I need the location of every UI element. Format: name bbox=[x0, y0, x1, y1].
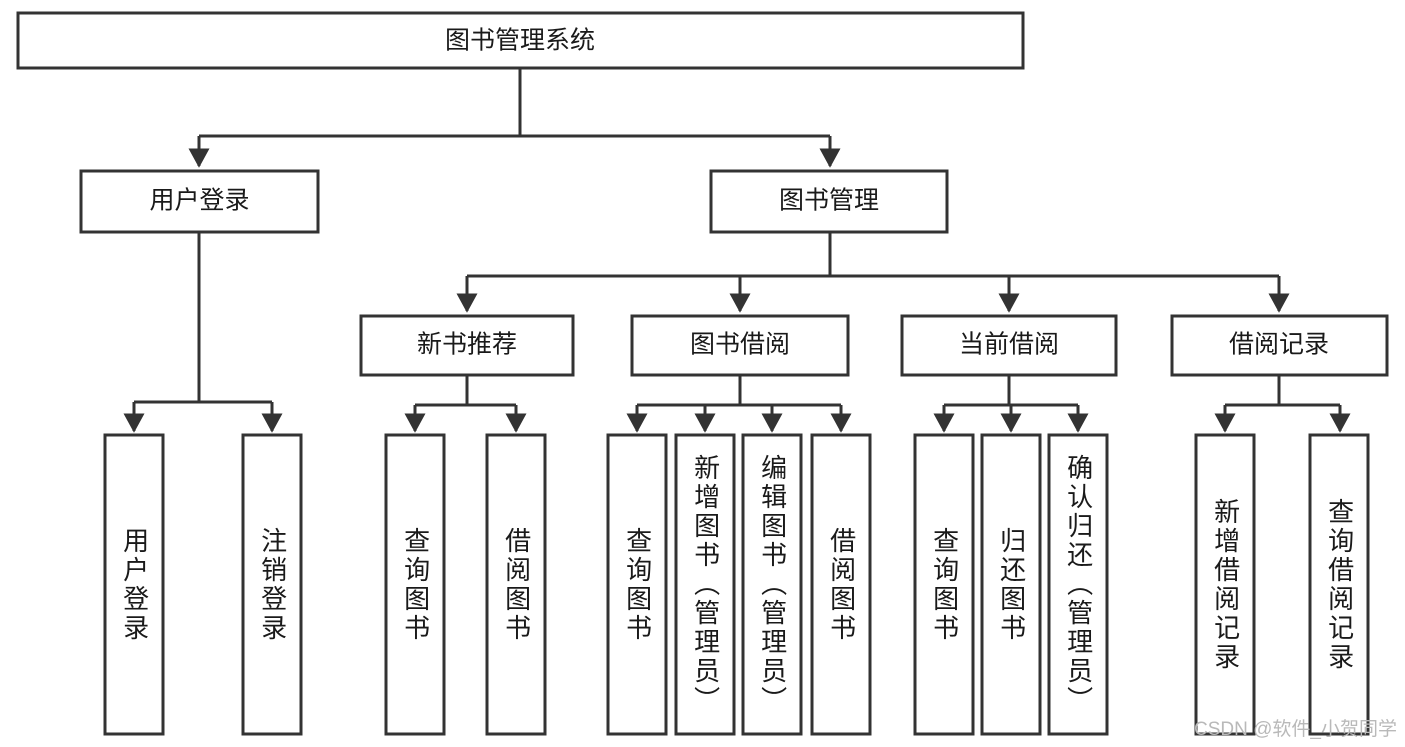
leaf-box-query-record[interactable] bbox=[1308, 433, 1370, 736]
node-book-manage-box[interactable] bbox=[709, 169, 949, 234]
node-borrow-record[interactable]: 借阅记录 bbox=[1170, 314, 1389, 377]
node-user-login[interactable]: 用户登录 bbox=[79, 169, 320, 234]
leaf-box-group bbox=[103, 433, 1370, 736]
node-borrow-record-label: 借阅记录 bbox=[1229, 331, 1329, 359]
leaf-box-borrow-book-rec[interactable] bbox=[485, 433, 547, 736]
node-new-book-recommend-box[interactable] bbox=[359, 314, 575, 377]
node-new-book-recommend[interactable]: 新书推荐 bbox=[359, 314, 575, 377]
node-book-manage-label: 图书管理 bbox=[779, 187, 879, 215]
leaf-box-add-book[interactable] bbox=[674, 433, 736, 736]
leaf-box-confirm-return[interactable] bbox=[1047, 433, 1109, 736]
leaf-box-query-book-bor[interactable] bbox=[606, 433, 668, 736]
node-current-borrow[interactable]: 当前借阅 bbox=[900, 314, 1118, 377]
connector-group bbox=[123, 68, 1351, 433]
leaf-box-query-book-cur[interactable] bbox=[913, 433, 975, 736]
leaf-box-logout[interactable] bbox=[241, 433, 303, 736]
node-book-borrow-label: 图书借阅 bbox=[690, 331, 790, 359]
node-book-borrow-box[interactable] bbox=[630, 314, 850, 377]
watermark-text: CSDN @软件_小贺同学 bbox=[1194, 719, 1397, 740]
node-borrow-record-box[interactable] bbox=[1170, 314, 1389, 377]
node-new-book-recommend-label: 新书推荐 bbox=[417, 331, 517, 359]
node-book-manage[interactable]: 图书管理 bbox=[709, 169, 949, 234]
node-root-label: 图书管理系统 bbox=[445, 27, 595, 55]
node-user-login-box[interactable] bbox=[79, 169, 320, 234]
leaf-box-query-book-rec[interactable] bbox=[384, 433, 446, 736]
node-root-system[interactable]: 图书管理系统 bbox=[16, 11, 1025, 70]
leaf-box-return-book[interactable] bbox=[980, 433, 1042, 736]
leaf-box-edit-book[interactable] bbox=[741, 433, 803, 736]
node-book-borrow[interactable]: 图书借阅 bbox=[630, 314, 850, 377]
leaf-box-borrow-book-bor[interactable] bbox=[810, 433, 872, 736]
node-current-borrow-label: 当前借阅 bbox=[959, 331, 1059, 359]
leaf-box-add-record[interactable] bbox=[1194, 433, 1256, 736]
leaf-box-user-login[interactable] bbox=[103, 433, 165, 736]
node-root-box[interactable] bbox=[16, 11, 1025, 70]
node-user-login-label: 用户登录 bbox=[149, 187, 249, 215]
node-current-borrow-box[interactable] bbox=[900, 314, 1118, 377]
